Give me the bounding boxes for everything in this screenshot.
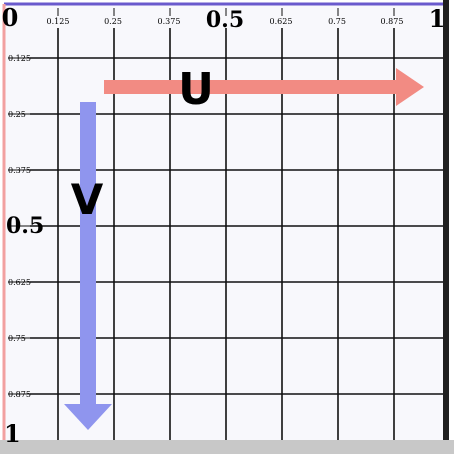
top-label-025: 0.25 [104, 17, 122, 26]
bottom-band [0, 440, 454, 454]
u-arrow-label: U [178, 64, 214, 115]
left-label-0625: 0.625 [8, 278, 31, 287]
v-arrow-shaft [80, 102, 96, 406]
v-arrow: V [64, 102, 112, 430]
top-label-major-1: 1 [429, 4, 446, 33]
left-label-0125: 0.125 [8, 54, 31, 63]
u-arrow: U [104, 64, 424, 115]
top-axis-labels: 0 0.125 0.25 0.375 0.5 0.625 0.75 0.875 … [2, 3, 446, 33]
grid-lines [8, 8, 446, 440]
top-label-0625: 0.625 [270, 17, 293, 26]
u-arrow-shaft [104, 80, 398, 94]
v-arrow-label: V [71, 175, 104, 224]
top-label-075: 0.75 [328, 17, 346, 26]
top-label-0125: 0.125 [47, 17, 70, 26]
left-label-major-05: 0.5 [6, 213, 44, 239]
left-label-025: 0.25 [8, 110, 26, 119]
top-label-0875: 0.875 [381, 17, 404, 26]
left-label-0875: 0.875 [8, 390, 31, 399]
top-label-0375: 0.375 [158, 17, 181, 26]
top-label-major-05: 0.5 [206, 7, 244, 33]
left-label-0375: 0.375 [8, 166, 31, 175]
left-axis-labels: 0.125 0.25 0.375 0.5 0.625 0.75 0.875 1 [4, 54, 44, 448]
u-arrow-head [396, 68, 424, 106]
plot-area [4, 4, 446, 440]
left-label-075: 0.75 [8, 334, 26, 343]
left-label-major-1: 1 [4, 419, 21, 448]
v-arrow-head [64, 404, 112, 430]
top-label-major-0: 0 [2, 3, 19, 32]
